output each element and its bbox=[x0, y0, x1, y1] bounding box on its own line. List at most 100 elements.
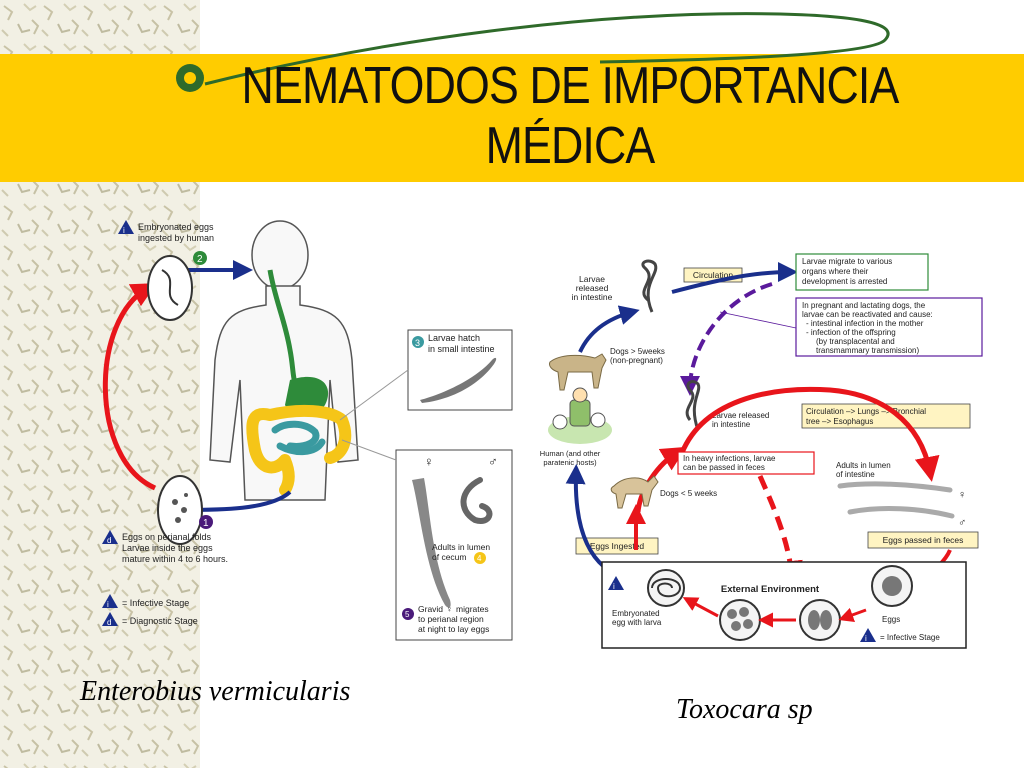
legend-infective-mark: i bbox=[107, 600, 109, 609]
title-line-2: MÉDICA bbox=[485, 117, 656, 175]
step1-label-line2: ingested by human bbox=[138, 233, 214, 243]
toxocara-life-cycle: Larvae released in intestine Circulation… bbox=[540, 253, 983, 649]
caption-toxocara: Toxocara sp bbox=[676, 694, 813, 725]
legend-diagnostic-mark: d bbox=[107, 618, 111, 627]
step4-label-line2: of cecum bbox=[432, 552, 467, 562]
paratenic-hosts-icon bbox=[548, 387, 612, 444]
connector-line bbox=[339, 369, 409, 421]
toxo-legend-icon bbox=[860, 628, 876, 642]
legend-diagnostic: = Diagnostic Stage bbox=[122, 616, 198, 626]
adults-box: ♀ ♂ Adults in lumen of cecum 4 5 Gravid … bbox=[395, 449, 513, 641]
title-band bbox=[0, 54, 1024, 182]
pregnant-line5: (by transplacental and bbox=[816, 337, 895, 346]
step5-label-line1b: migrates bbox=[456, 604, 489, 614]
toxo-female-symbol: ♀ bbox=[958, 489, 966, 501]
migrate-box bbox=[795, 253, 929, 291]
step5-label-line3: at night to lay eggs bbox=[418, 624, 489, 634]
stepd-label-line2: Larvae inside the eggs bbox=[122, 543, 213, 553]
pregnant-box bbox=[795, 297, 983, 357]
arrow-reactivation-dashed bbox=[680, 282, 773, 396]
larva-icon-mid bbox=[685, 380, 701, 431]
migrate-line3: development is arrested bbox=[802, 277, 887, 286]
step1-badge bbox=[199, 515, 213, 529]
step2-badge bbox=[193, 251, 207, 265]
step3-box: 3 Larvae hatch in small intestine bbox=[407, 329, 513, 411]
toxo-infective-icon bbox=[608, 576, 624, 590]
step4-label-line1: Adults in lumen bbox=[432, 542, 490, 552]
step3-label-line2: in small intestine bbox=[428, 344, 495, 354]
colon bbox=[246, 404, 352, 496]
toxo-legend-mark: i bbox=[865, 634, 867, 643]
circulation-top: Circulation bbox=[693, 270, 733, 280]
step5-label-line1: Gravid bbox=[418, 604, 443, 614]
step3-badge-text: 3 bbox=[415, 338, 420, 348]
step1-label-line1: Embryonated eggs bbox=[138, 222, 214, 232]
step4-badge-text: 4 bbox=[477, 554, 482, 563]
adults-line2: of intestine bbox=[836, 470, 875, 479]
infective-mark: i bbox=[123, 226, 125, 235]
connector-line-2 bbox=[341, 439, 397, 461]
perianal-egg bbox=[157, 475, 203, 545]
step1-badge-text: 1 bbox=[203, 518, 209, 529]
embryonated-line1: Embryonated bbox=[612, 609, 660, 618]
pregnant-connector bbox=[719, 311, 797, 329]
caption-enterobius: Enterobius vermicularis bbox=[80, 676, 351, 707]
pregnant-line3: - intestinal infection in the mother bbox=[806, 319, 924, 328]
larva-icon-top bbox=[641, 259, 658, 313]
legend-infective: = Infective Stage bbox=[122, 598, 189, 608]
male-symbol: ♂ bbox=[488, 454, 498, 469]
egg-embryonated bbox=[647, 569, 685, 607]
cycle-arrow-red bbox=[102, 283, 157, 491]
female-symbol: ♀ bbox=[424, 454, 434, 469]
pregnant-line6: transmammary transmission) bbox=[816, 346, 919, 355]
cycle-arc-red-top bbox=[677, 386, 940, 482]
migrate-line2: organs where their bbox=[802, 267, 869, 276]
human-line1: Human (and other bbox=[540, 449, 601, 458]
dogs-over-line2: (non-pregnant) bbox=[610, 356, 663, 365]
pregnant-line1: In pregnant and lactating dogs, the bbox=[802, 301, 926, 310]
infective-stage-icon bbox=[118, 220, 134, 234]
stepd-label-line3: mature within 4 to 6 hours. bbox=[122, 554, 228, 564]
egg-morula bbox=[719, 599, 761, 641]
larvae-released-mid-line1: Larvae released bbox=[712, 411, 769, 420]
small-intestine bbox=[271, 420, 326, 455]
embryonated-line2: egg with larva bbox=[612, 618, 662, 627]
slide-title: NEMATODOS DE IMPORTANCIA MÉDICA bbox=[209, 56, 931, 176]
adults-line1: Adults in lumen bbox=[836, 461, 891, 470]
adult-worms-icon bbox=[837, 481, 955, 519]
puppy-icon bbox=[610, 475, 659, 509]
pregnant-line4: - infection of the offspring bbox=[806, 328, 896, 337]
diagnostic-stage-icon bbox=[102, 530, 118, 544]
adult-dog-icon bbox=[549, 353, 607, 391]
enterobius-life-cycle: i Embryonated eggs ingested by human 2 3… bbox=[102, 220, 513, 641]
arrow-egg-a bbox=[838, 607, 867, 622]
egg-unembryonated bbox=[871, 565, 913, 607]
step3-label-line1: Larvae hatch bbox=[428, 333, 480, 343]
step2-badge-text: 2 bbox=[197, 254, 203, 265]
embryonated-egg bbox=[147, 255, 193, 321]
heavy-line2: can be passed in feces bbox=[683, 463, 765, 472]
larvae-released-top-line2: released bbox=[576, 283, 609, 293]
arrow-dog-to-larvae bbox=[578, 305, 640, 353]
eggs-label: Eggs bbox=[882, 615, 900, 624]
heavy-infection-box bbox=[677, 451, 815, 475]
migrate-line1: Larvae migrate to various bbox=[802, 257, 892, 266]
pregnant-line2: larvae can be reactivated and cause: bbox=[802, 310, 933, 319]
legend-diagnostic-icon bbox=[102, 612, 118, 626]
infective-stage: = Infective Stage bbox=[880, 633, 940, 642]
circ-lungs-line1: Circulation –> Lungs –> Bronchial bbox=[806, 407, 926, 416]
title-line-1: NEMATODOS DE IMPORTANCIA bbox=[241, 57, 900, 115]
larvae-released-top-line3: in intestine bbox=[572, 292, 613, 302]
step5-label-line2: to perianal region bbox=[418, 614, 484, 624]
dogs-under: Dogs < 5 weeks bbox=[660, 489, 717, 498]
arrow-heavy-dashed bbox=[757, 474, 803, 586]
circ-lungs-line2: tree –> Esophagus bbox=[806, 417, 873, 426]
legend-infective-icon bbox=[102, 594, 118, 608]
human-line2: paratenic hosts) bbox=[543, 458, 597, 467]
larvae-released-top-line1: Larvae bbox=[579, 274, 605, 284]
larvae-released-mid-line2: in intestine bbox=[712, 420, 751, 429]
diagnostic-mark: d bbox=[107, 536, 111, 545]
toxo-infective-mark: i bbox=[613, 582, 615, 591]
arrow-egg-c bbox=[682, 597, 719, 618]
